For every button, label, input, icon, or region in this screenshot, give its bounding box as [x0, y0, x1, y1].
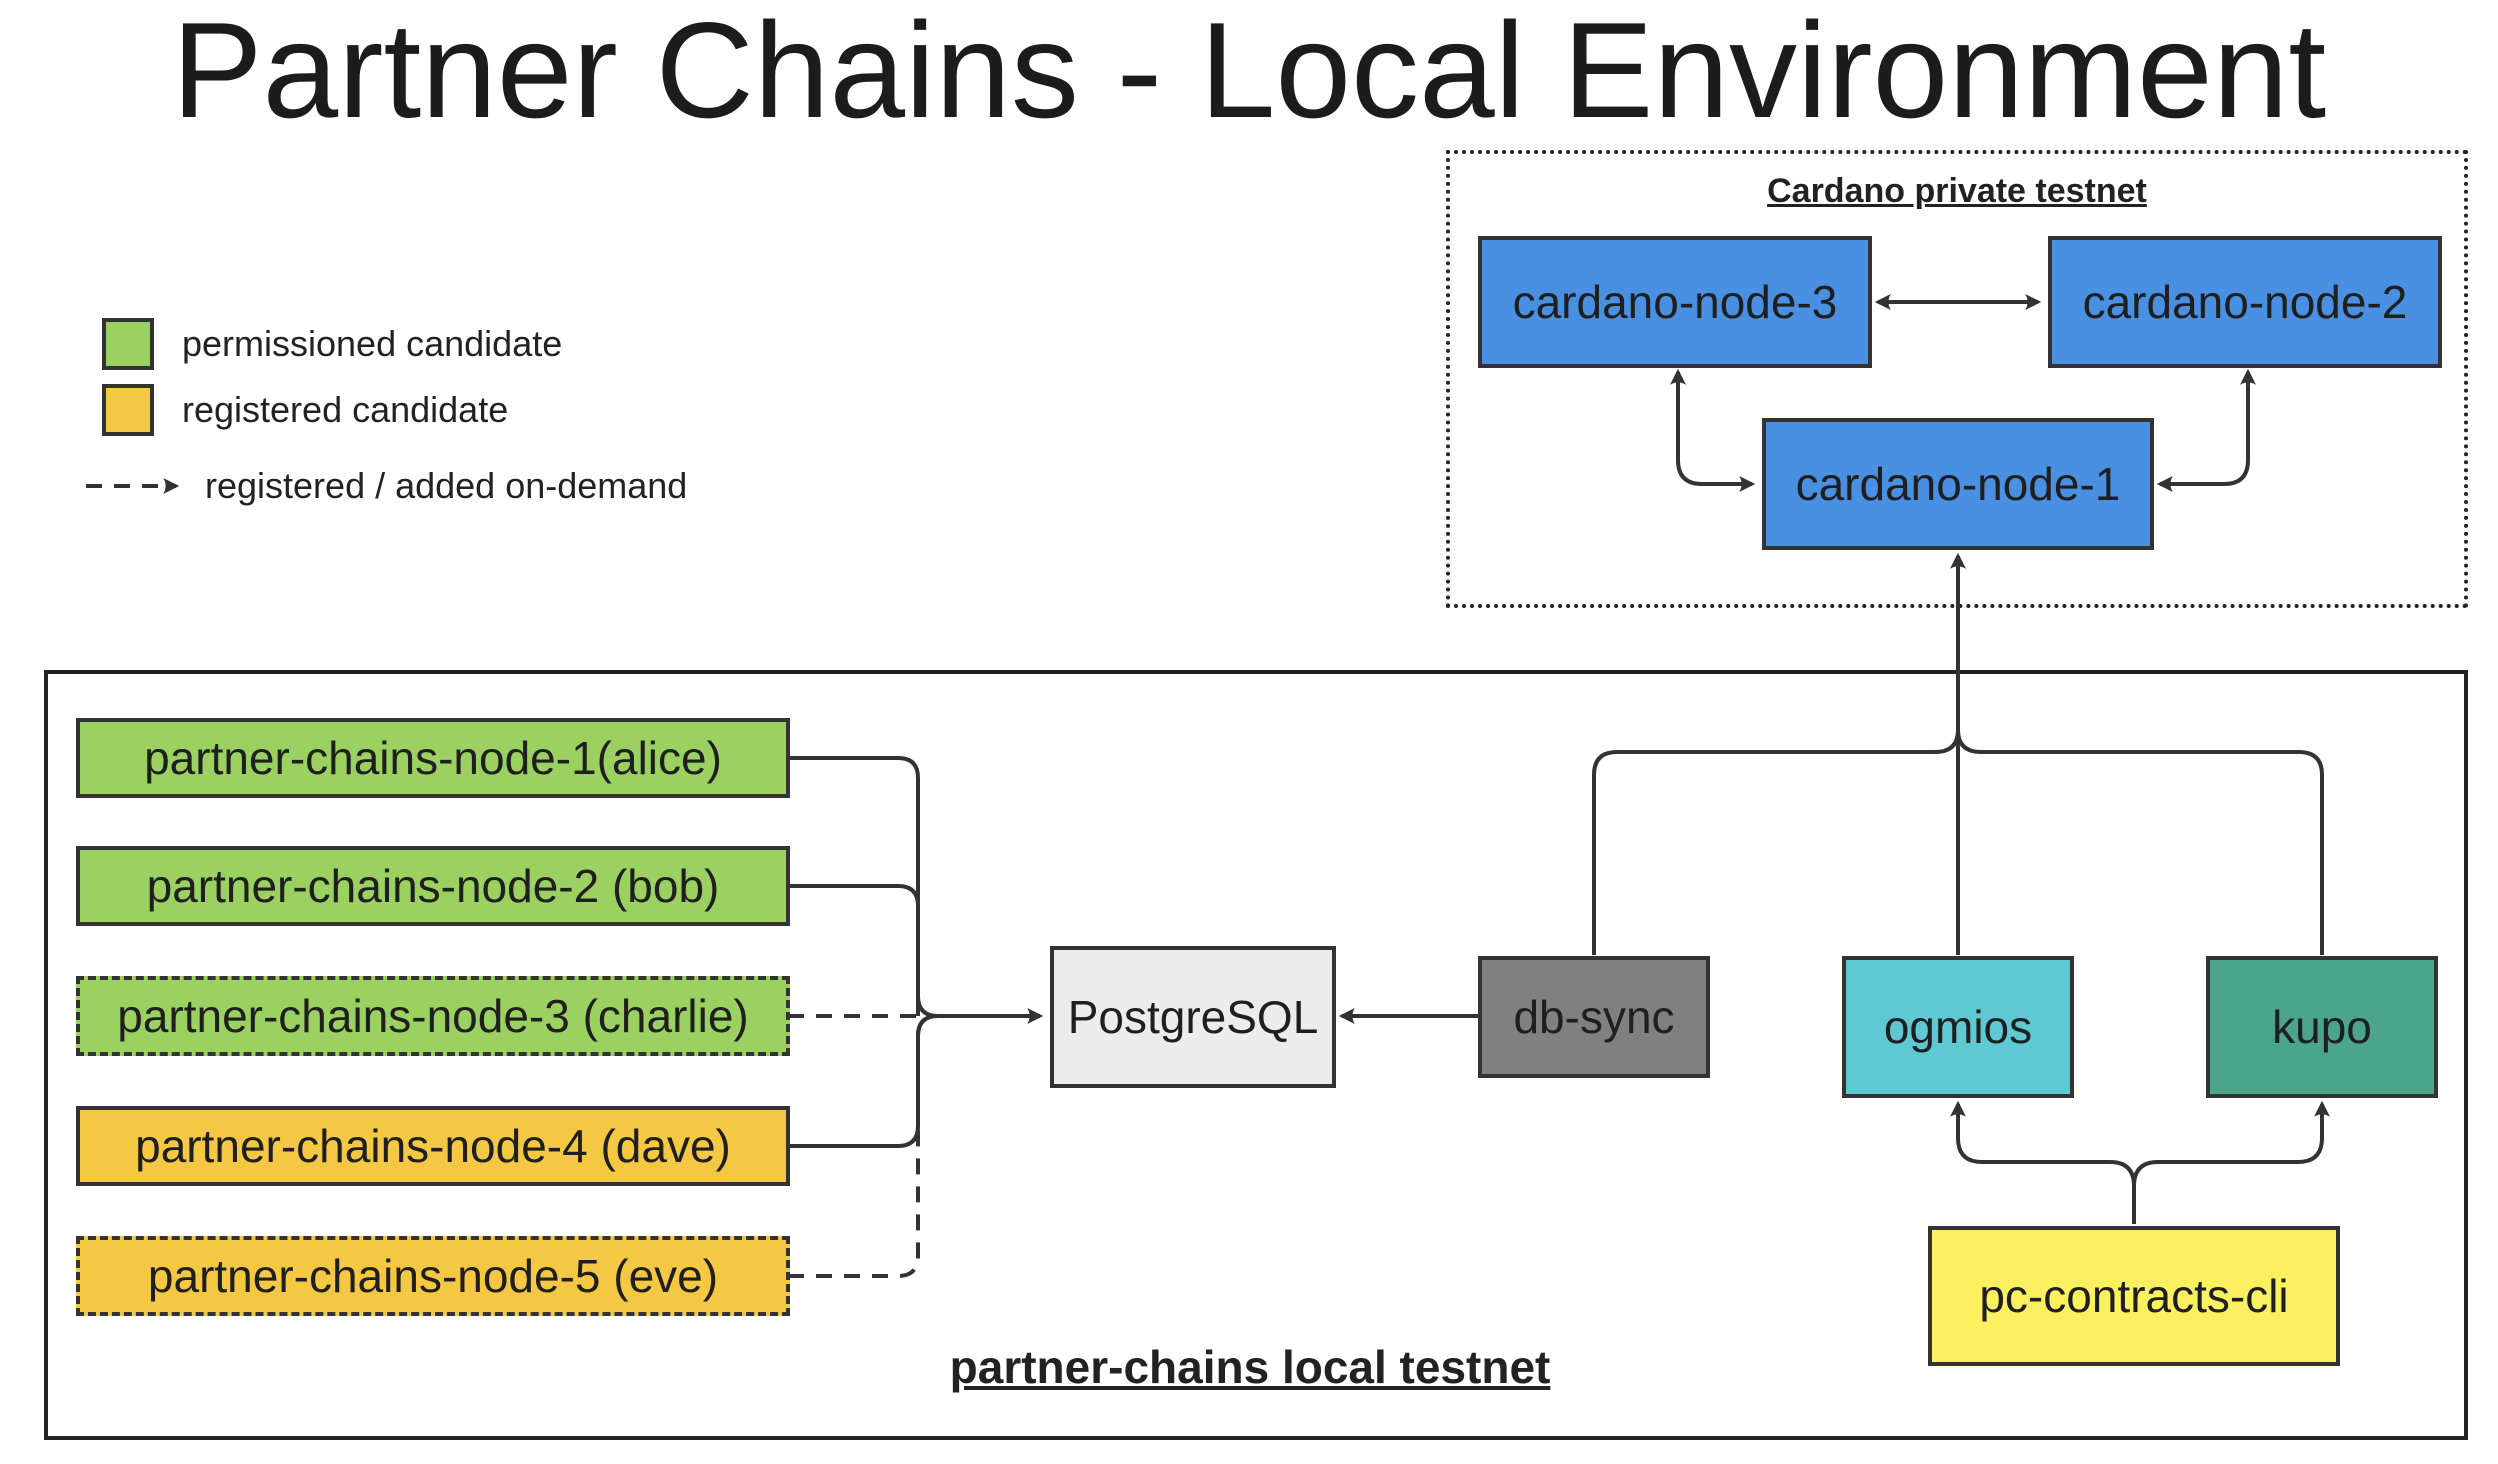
partner-chains-node-2: partner-chains-node-2 (bob) [76, 846, 790, 926]
partner-chains-node-5: partner-chains-node-5 (eve) [76, 1236, 790, 1316]
partner-chains-node-3: partner-chains-node-3 (charlie) [76, 976, 790, 1056]
link-dbsync-trunk [1592, 729, 1960, 955]
legend-permissioned-label: permissioned candidate [182, 323, 563, 364]
postgresql-node: PostgreSQL [1050, 946, 1336, 1088]
kupo-node: kupo [2206, 956, 2438, 1098]
legend-registered-swatch [102, 384, 154, 436]
legend-on-demand-label: registered / added on-demand [205, 465, 688, 506]
cardano-testnet-label: Cardano private testnet [1767, 172, 2147, 210]
link-node3-node1 [1670, 368, 1756, 492]
link-node2-node1 [2156, 368, 2256, 492]
pc-contracts-cli-node: pc-contracts-cli [1928, 1226, 2340, 1366]
local-testnet-label: partner-chains local testnet [949, 1341, 1551, 1393]
db-sync-node: db-sync [1478, 956, 1710, 1078]
ogmios-node: ogmios [1842, 956, 2074, 1098]
link-p1-postgres [788, 756, 1044, 1024]
link-p2-postgres [788, 884, 920, 1016]
link-cli-ogmios [1950, 1100, 2136, 1224]
cardano-node-3: cardano-node-3 [1478, 236, 1872, 368]
cardano-node-2: cardano-node-2 [2048, 236, 2442, 368]
link-cli-kupo [2132, 1100, 2330, 1224]
legend-permissioned-swatch [102, 318, 154, 370]
link-p5-postgres [788, 1014, 939, 1278]
cardano-node-1: cardano-node-1 [1762, 418, 2154, 550]
partner-chains-node-1: partner-chains-node-1(alice) [76, 718, 790, 798]
link-p4-postgres [788, 1014, 939, 1148]
page-title: Partner Chains - Local Environment [171, 0, 2327, 146]
link-kupo-trunk [1956, 729, 2324, 955]
partner-chains-node-4: partner-chains-node-4 (dave) [76, 1106, 790, 1186]
local-testnet-group [44, 670, 2468, 1440]
legend-registered-label: registered candidate [182, 389, 509, 430]
